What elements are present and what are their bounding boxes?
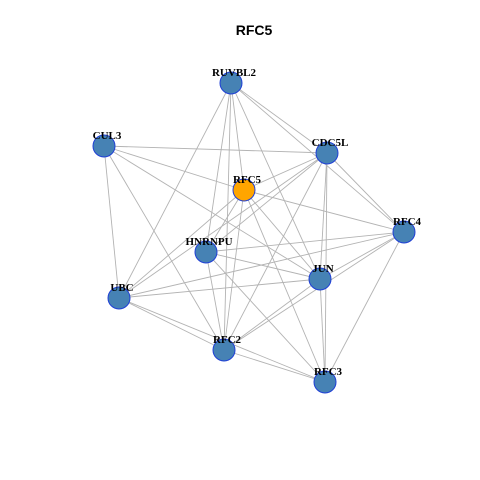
edge-cul3-jun: [103, 145, 321, 280]
edge-cdc5l-jun: [319, 152, 328, 280]
edge-cul3-rfc5: [103, 145, 245, 191]
node-rfc5[interactable]: [232, 178, 256, 202]
node-jun[interactable]: [308, 267, 332, 291]
edge-rfc5-jun: [243, 189, 321, 280]
edge-rfc5-hnrnpu: [205, 189, 245, 253]
node-label-ubc: UBC: [110, 282, 133, 294]
edge-hnrnpu-rfc2: [205, 251, 225, 351]
edge-cdc5l-rfc4: [326, 152, 405, 233]
node-rfc3[interactable]: [313, 370, 337, 394]
node-ubc[interactable]: [107, 286, 131, 310]
node-label-rfc3: RFC3: [314, 366, 343, 378]
edge-rfc4-rfc2: [223, 231, 405, 351]
diagram-title: RFC5: [236, 22, 273, 38]
edge-ruvbl2-rfc5: [230, 82, 245, 191]
node-hnrnpu[interactable]: [194, 240, 218, 264]
node-label-rfc5: RFC5: [233, 174, 262, 186]
edge-cdc5l-rfc3: [324, 152, 328, 383]
edge-jun-ubc: [118, 278, 321, 299]
edge-rfc5-rfc2: [223, 189, 245, 351]
edge-cdc5l-rfc5: [243, 152, 328, 191]
node-label-ruvbl2: RUVBL2: [212, 67, 257, 79]
node-cdc5l[interactable]: [315, 141, 339, 165]
node-rfc2[interactable]: [212, 338, 236, 362]
edge-ruvbl2-jun: [230, 82, 321, 280]
node-label-cul3: CUL3: [93, 130, 122, 142]
edge-rfc5-rfc4: [243, 189, 405, 233]
edge-ubc-rfc2: [118, 297, 225, 351]
node-cul3[interactable]: [92, 134, 116, 158]
edge-cul3-rfc2: [103, 145, 225, 351]
node-label-rfc4: RFC4: [393, 216, 422, 228]
edge-rfc2-rfc3: [223, 349, 326, 383]
node-label-cdc5l: CDC5L: [312, 137, 349, 149]
edge-hnrnpu-jun: [205, 251, 321, 280]
nodes-layer: [92, 71, 416, 394]
edge-jun-rfc3: [319, 278, 326, 383]
edge-rfc4-hnrnpu: [205, 231, 405, 253]
edge-cdc5l-hnrnpu: [205, 152, 328, 253]
edge-rfc5-ubc: [118, 189, 245, 299]
edge-cdc5l-ubc: [118, 152, 328, 299]
edge-rfc4-jun: [319, 231, 405, 280]
edge-jun-rfc2: [223, 278, 321, 351]
edge-hnrnpu-rfc3: [205, 251, 326, 383]
node-label-jun: JUN: [312, 263, 333, 275]
node-rfc4[interactable]: [392, 220, 416, 244]
edge-ruvbl2-hnrnpu: [205, 82, 232, 253]
edge-ruvbl2-ubc: [118, 82, 232, 299]
edge-cul3-ubc: [103, 145, 120, 299]
edge-ruvbl2-cdc5l: [230, 82, 328, 154]
edge-rfc4-rfc3: [324, 231, 405, 383]
edge-cul3-cdc5l: [103, 145, 328, 154]
edges-layer: [103, 82, 405, 383]
edge-rfc5-rfc3: [243, 189, 326, 383]
node-ruvbl2[interactable]: [219, 71, 243, 95]
node-label-rfc2: RFC2: [213, 334, 242, 346]
node-label-hnrnpu: HNRNPU: [185, 236, 232, 248]
edge-cdc5l-rfc2: [223, 152, 328, 351]
